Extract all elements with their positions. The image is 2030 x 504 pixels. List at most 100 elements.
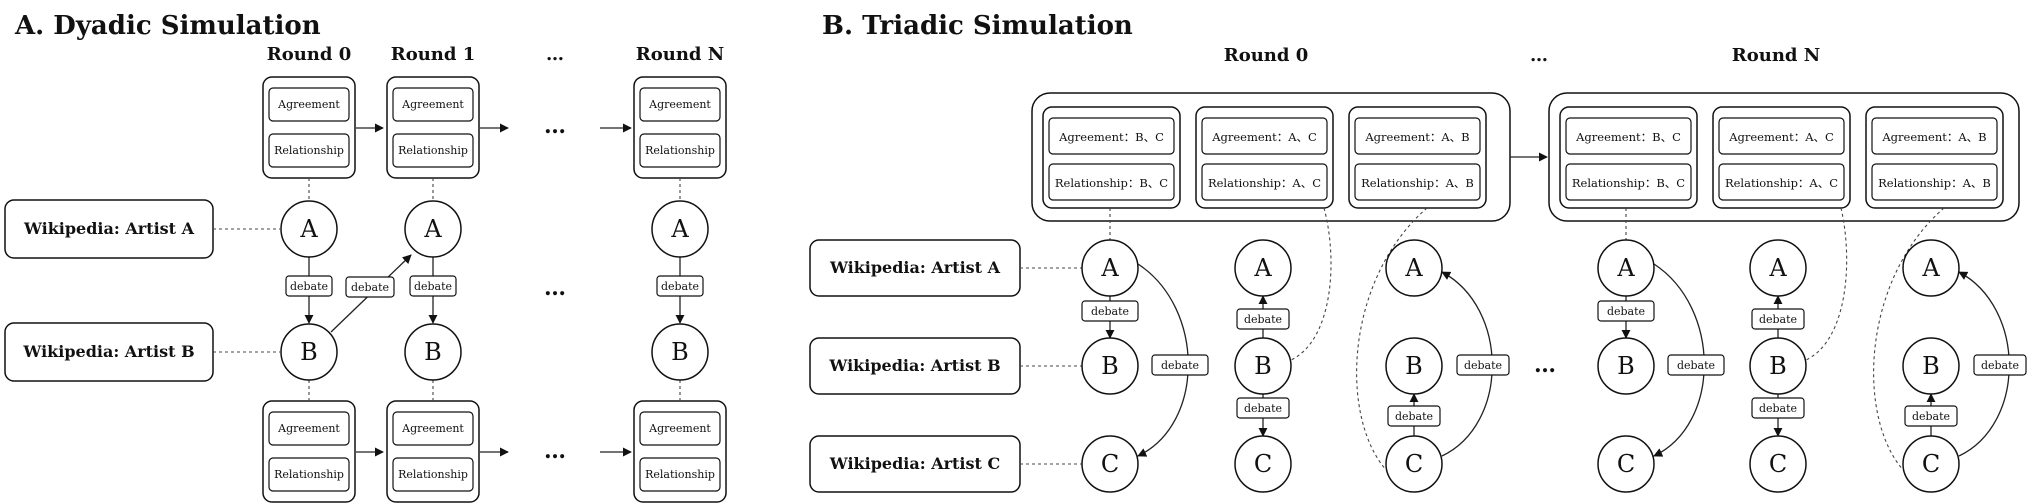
a-diagonal-debate-box [345, 276, 395, 298]
a-round1-top-agreement-label: Agreement [401, 98, 464, 111]
a-round0-top-relationship-box [268, 133, 350, 168]
b-roundn-panel-2-agreement-label: Agreement：A、B [1881, 130, 1986, 144]
b-col-5-debate-cb-label: debate [1912, 410, 1950, 423]
b-col-3-debate-ac-label: debate [1677, 359, 1715, 372]
b-col-1-debate-ba-box [1236, 308, 1290, 330]
b-col-1-node-a-circle [1234, 239, 1292, 297]
b-col-3-debate-ac-box [1667, 354, 1725, 376]
b-col-4-debate-bc-box [1751, 397, 1805, 419]
wiki-a-artist-a-label: Wikipedia: Artist A [23, 219, 195, 238]
a-round0-debate-box [285, 275, 333, 297]
b-round0-panel-1-relationship-label: Relationship：A、C [1208, 176, 1321, 190]
b-col-1-node-c-label: C [1254, 450, 1272, 478]
ellipsis-b-mid: … [1534, 352, 1556, 378]
a-round0-bottom-relationship-label: Relationship [274, 468, 344, 481]
b-round0-panel-1-relationship-box [1201, 163, 1328, 201]
ellipsis-a-mid: … [544, 275, 566, 301]
b-col-2-node-a-circle [1385, 239, 1443, 297]
b-col-2-node-c-circle [1385, 435, 1443, 493]
b-col-2-debate-ca-box [1456, 354, 1510, 376]
a-roundn-debate-label: debate [661, 280, 699, 293]
b-roundn-panel-0-agreement-box [1565, 117, 1692, 155]
a-round1-top-relationship-box [392, 133, 474, 168]
b-col-5-node-a-circle [1902, 239, 1960, 297]
b-col-4-debate-ba-box [1751, 308, 1805, 330]
wiki-b-artist-a-label: Wikipedia: Artist A [829, 258, 1001, 277]
round-a-1: Round 1 [391, 44, 476, 65]
b-col-1-panel-dash [1290, 207, 1332, 361]
b-col-4-node-b-circle [1749, 337, 1807, 395]
b-col-0-debate-ab-box [1081, 300, 1139, 322]
a-roundn-node-b-label: B [671, 338, 689, 366]
b-round0-panel-2-relationship-box [1354, 163, 1481, 201]
b-col-1-node-c-circle [1234, 435, 1292, 493]
b-col-3-debate-ab-label: debate [1607, 305, 1645, 318]
section-b-title: B. Triadic Simulation [822, 11, 1133, 41]
b-col-5-debate-ca-box [1973, 354, 2027, 376]
a-round1-debate-box [409, 275, 457, 297]
b-col-2-debate-cb-label: debate [1395, 410, 1433, 423]
b-roundn-panel-1-agreement-label: Agreement：A、C [1728, 130, 1834, 144]
a-round1-bottom-agreement-label: Agreement [401, 422, 464, 435]
b-col-1-debate-ba-label: debate [1244, 313, 1282, 326]
b-col-5-panel-dash [1873, 207, 1945, 473]
a-roundn-top-agreement-box [639, 87, 721, 122]
b-col-1-debate-bc-box [1236, 397, 1290, 419]
ellipsis-a-top: … [544, 113, 566, 139]
b-round0-panel-0-agreement-box [1048, 117, 1175, 155]
b-col-0-node-b-label: B [1101, 352, 1119, 380]
round-b-n: Round N [1732, 45, 1820, 66]
section-a-title: A. Dyadic Simulation [14, 11, 321, 41]
b-round0-panel-1-agreement-label: Agreement：A、C [1211, 130, 1317, 144]
a-diagonal-debate-label: debate [351, 281, 389, 294]
a-roundn-debate-box [656, 275, 704, 297]
b-col-0-node-a-label: A [1100, 254, 1119, 282]
b-round0-panel-1-agreement-box [1201, 117, 1328, 155]
b-col-0-debate-ac-box [1151, 354, 1209, 376]
b-round0-panel-0-relationship-label: Relationship：B、C [1055, 176, 1168, 190]
wiki-a-artist-b-label: Wikipedia: Artist B [22, 342, 194, 361]
a-roundn-bottom-relationship-box [639, 457, 721, 492]
b-roundn-panel-2-agreement-box [1871, 117, 1998, 155]
b-col-5-node-c-circle [1902, 435, 1960, 493]
b-col-1-node-b-circle [1234, 337, 1292, 395]
b-roundn-panel-2-relationship-box [1871, 163, 1998, 201]
wiki-b-artist-c-label: Wikipedia: Artist C [829, 454, 1000, 473]
a-roundn-bottom-relationship-label: Relationship [645, 468, 715, 481]
a-round1-bottom-agreement-box [392, 411, 474, 446]
b-col-5-debate-ca-label: debate [1981, 359, 2019, 372]
b-col-0-node-b-circle [1081, 337, 1139, 395]
section-b-rounds: Agreement：B、CRelationship：B、CAgreement：A… [1042, 106, 2027, 493]
b-col-4-debate-bc-label: debate [1759, 402, 1797, 415]
b-col-3-debate-ab-box [1597, 300, 1655, 322]
b-col-1-node-b-label: B [1254, 352, 1272, 380]
b-roundn-panel-0-relationship-box [1565, 163, 1692, 201]
b-col-3-node-a-label: A [1616, 254, 1635, 282]
b-col-4-node-b-label: B [1769, 352, 1787, 380]
a-roundn-top-agreement-label: Agreement [648, 98, 711, 111]
b-col-2-debate-cb-box [1387, 405, 1441, 427]
b-col-5-node-c-label: C [1922, 450, 1940, 478]
b-col-2-node-c-label: C [1405, 450, 1423, 478]
b-col-2-node-b-label: B [1405, 352, 1423, 380]
b-col-3-node-c-label: C [1617, 450, 1635, 478]
b-roundn-panel-1-agreement-box [1718, 117, 1845, 155]
a-roundn-bottom-agreement-label: Agreement [648, 422, 711, 435]
b-col-2-debate-ca-label: debate [1464, 359, 1502, 372]
b-col-0-node-c-label: C [1101, 450, 1119, 478]
a-round0-top-agreement-box [268, 87, 350, 122]
b-col-5-node-a-label: A [1921, 254, 1940, 282]
a-round1-bottom-relationship-label: Relationship [398, 468, 468, 481]
b-roundn-panel-0-relationship-label: Relationship：B、C [1572, 176, 1685, 190]
b-col-4-panel-dash [1805, 207, 1848, 361]
ellipsis-a-bottom: … [544, 438, 566, 464]
b-col-1-debate-bc-label: debate [1244, 402, 1282, 415]
b-col-3-node-b-label: B [1617, 352, 1635, 380]
b-round0-panel-0-relationship-box [1048, 163, 1175, 201]
a-roundn-node-b-circle [651, 323, 709, 381]
a-round0-bottom-agreement-box [268, 411, 350, 446]
a-round0-top-relationship-label: Relationship [274, 144, 344, 157]
b-col-3-node-a-circle [1597, 239, 1655, 297]
a-round1-node-b-label: B [424, 338, 442, 366]
b-col-4-node-a-label: A [1768, 254, 1787, 282]
